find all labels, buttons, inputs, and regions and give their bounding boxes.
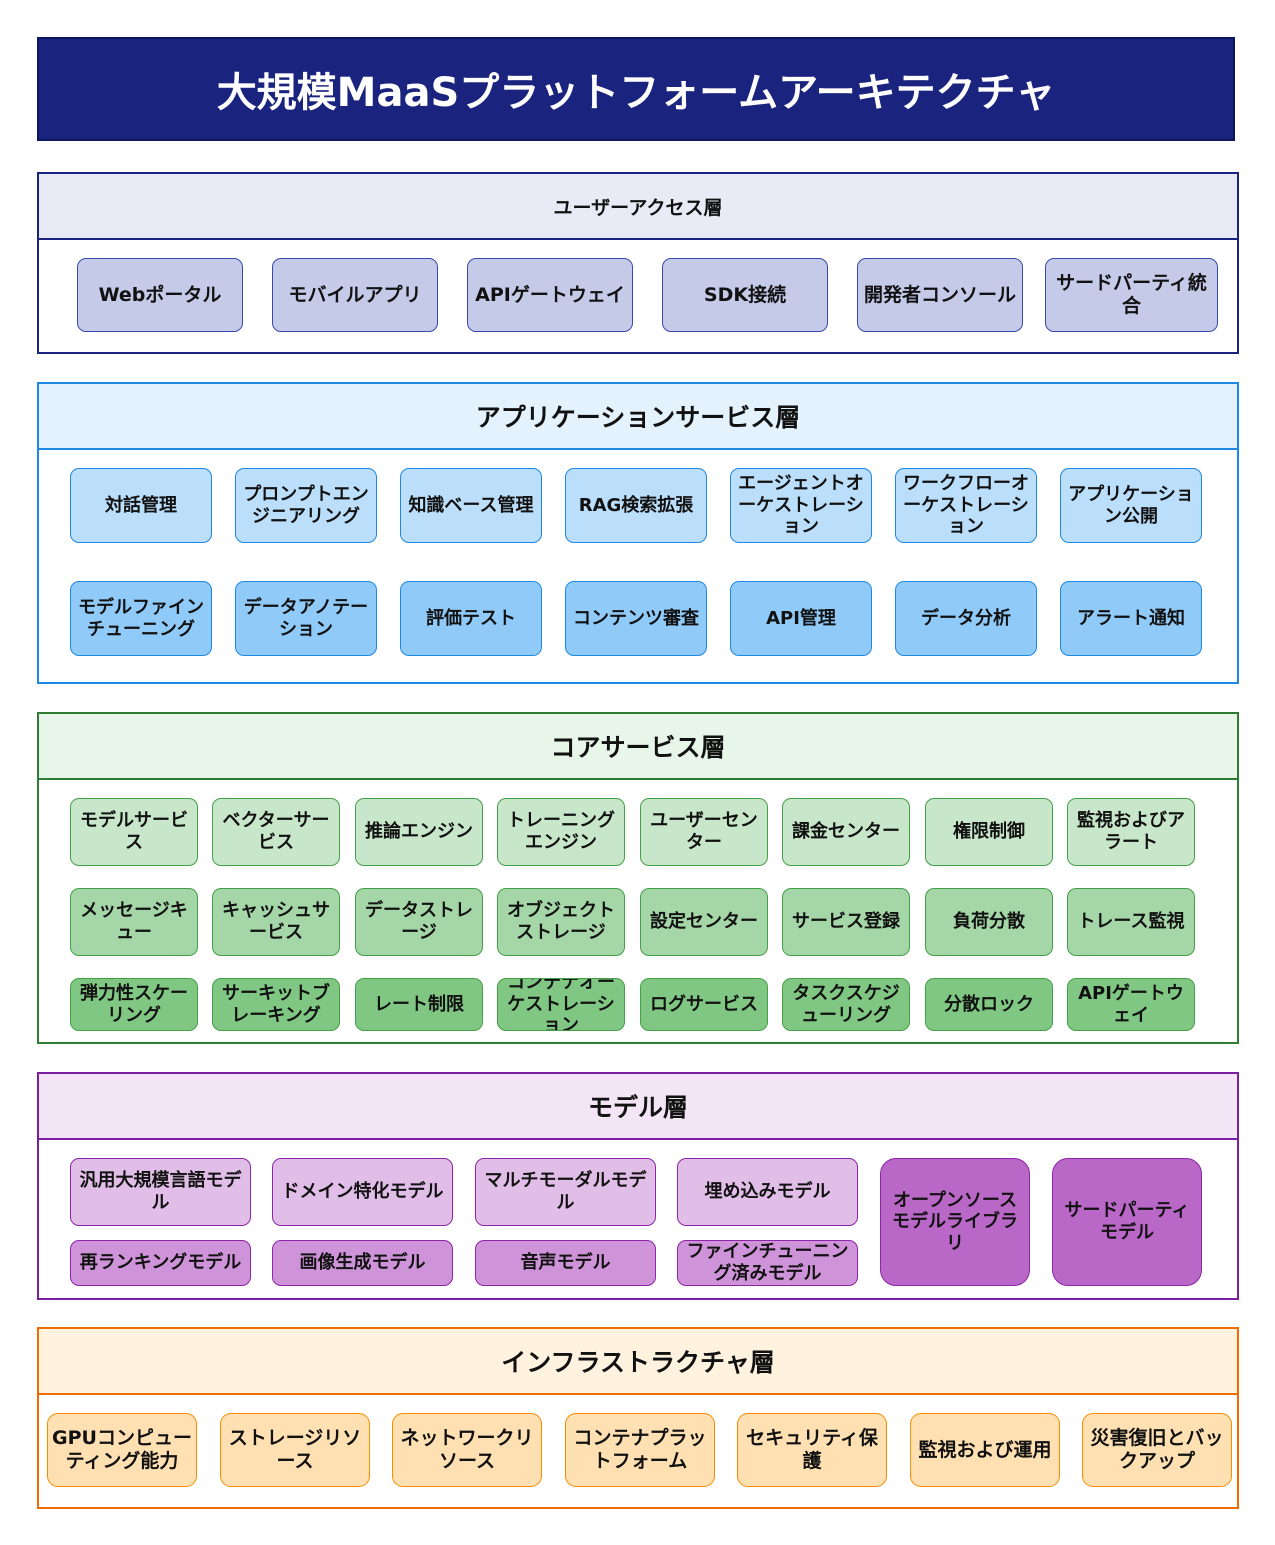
app-item: データアノテーション <box>235 581 377 656</box>
app-item: コンテンツ審査 <box>565 581 707 656</box>
infra-item: コンテナプラットフォーム <box>565 1413 715 1487</box>
infrastructure-layer: インフラストラクチャ層 GPUコンピューティング能力 ストレージリソース ネット… <box>37 1327 1239 1509</box>
model-layer: モデル層 汎用大規模言語モデル ドメイン特化モデル マルチモーダルモデル 埋め込… <box>37 1072 1239 1300</box>
core-item: メッセージキュー <box>70 888 198 956</box>
model-item: ファインチューニング済みモデル <box>677 1240 858 1286</box>
user-item-dev-console: 開発者コンソール <box>857 258 1023 332</box>
model-layer-title: モデル層 <box>39 1074 1237 1140</box>
core-item: レート制限 <box>355 978 483 1031</box>
app-item: RAG検索拡張 <box>565 468 707 543</box>
core-item: モデルサービス <box>70 798 198 866</box>
model-item-third-party: サードパーティモデル <box>1052 1158 1202 1286</box>
app-item: 知識ベース管理 <box>400 468 542 543</box>
core-item: 分散ロック <box>925 978 1053 1031</box>
core-item: サービス登録 <box>782 888 910 956</box>
user-item-third-party: サードパーティ統合 <box>1045 258 1218 332</box>
infra-item: ストレージリソース <box>220 1413 370 1487</box>
app-item: 評価テスト <box>400 581 542 656</box>
user-access-layer-title: ユーザーアクセス層 <box>39 174 1237 240</box>
infrastructure-layer-title: インフラストラクチャ層 <box>39 1329 1237 1395</box>
core-item: キャッシュサービス <box>212 888 340 956</box>
core-item: 設定センター <box>640 888 768 956</box>
model-item: マルチモーダルモデル <box>475 1158 656 1226</box>
core-item: APIゲートウェイ <box>1067 978 1195 1031</box>
core-item: 弾力性スケーリング <box>70 978 198 1031</box>
app-item: 対話管理 <box>70 468 212 543</box>
user-item-api-gateway: APIゲートウェイ <box>467 258 633 332</box>
core-item: タスクスケジューリング <box>782 978 910 1031</box>
core-item: 監視およびアラート <box>1067 798 1195 866</box>
core-item: サーキットブレーキング <box>212 978 340 1031</box>
core-layer-title: コアサービス層 <box>39 714 1237 780</box>
diagram-title: 大規模MaaSプラットフォームアーキテクチャ <box>37 37 1235 141</box>
user-item-sdk: SDK接続 <box>662 258 828 332</box>
infra-item: セキュリティ保護 <box>737 1413 887 1487</box>
application-service-layer: アプリケーションサービス層 対話管理 プロンプトエンジニアリング 知識ベース管理… <box>37 382 1239 684</box>
core-item: ユーザーセンター <box>640 798 768 866</box>
model-item: 再ランキングモデル <box>70 1240 251 1286</box>
app-item: エージェントオーケストレーション <box>730 468 872 543</box>
application-layer-title: アプリケーションサービス層 <box>39 384 1237 450</box>
app-item: モデルファインチューニング <box>70 581 212 656</box>
infra-item: GPUコンピューティング能力 <box>47 1413 197 1487</box>
model-item: 画像生成モデル <box>272 1240 453 1286</box>
model-item: 汎用大規模言語モデル <box>70 1158 251 1226</box>
infra-item: ネットワークリソース <box>392 1413 542 1487</box>
core-item: ベクターサービス <box>212 798 340 866</box>
infra-item: 監視および運用 <box>910 1413 1060 1487</box>
core-item: 負荷分散 <box>925 888 1053 956</box>
user-access-layer: ユーザーアクセス層 Webポータル モバイルアプリ APIゲートウェイ SDK接… <box>37 172 1239 354</box>
core-item: コンテナオーケストレーション <box>497 978 625 1031</box>
user-item-web-portal: Webポータル <box>77 258 243 332</box>
core-item: 課金センター <box>782 798 910 866</box>
app-item: データ分析 <box>895 581 1037 656</box>
core-item: データストレージ <box>355 888 483 956</box>
core-item: トレーニングエンジン <box>497 798 625 866</box>
infra-item: 災害復旧とバックアップ <box>1082 1413 1232 1487</box>
core-service-layer: コアサービス層 モデルサービス ベクターサービス 推論エンジン トレーニングエン… <box>37 712 1239 1044</box>
app-item: プロンプトエンジニアリング <box>235 468 377 543</box>
core-item: オブジェクトストレージ <box>497 888 625 956</box>
model-item-open-source-library: オープンソースモデルライブラリ <box>880 1158 1030 1286</box>
core-item: ログサービス <box>640 978 768 1031</box>
core-item: 権限制御 <box>925 798 1053 866</box>
model-item: ドメイン特化モデル <box>272 1158 453 1226</box>
model-item: 埋め込みモデル <box>677 1158 858 1226</box>
core-item: トレース監視 <box>1067 888 1195 956</box>
app-item: アプリケーション公開 <box>1060 468 1202 543</box>
model-item: 音声モデル <box>475 1240 656 1286</box>
app-item: ワークフローオーケストレーション <box>895 468 1037 543</box>
app-item: API管理 <box>730 581 872 656</box>
core-item: 推論エンジン <box>355 798 483 866</box>
user-item-mobile-app: モバイルアプリ <box>272 258 438 332</box>
app-item: アラート通知 <box>1060 581 1202 656</box>
